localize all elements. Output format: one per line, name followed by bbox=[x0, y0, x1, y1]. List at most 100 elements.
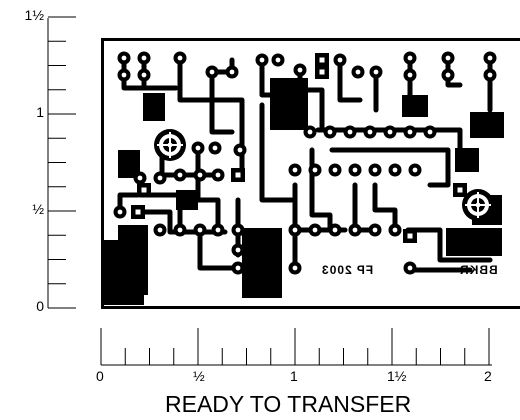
pad-drill-hole bbox=[215, 172, 221, 178]
pad-drill-hole bbox=[355, 69, 361, 75]
pad-drill-hole bbox=[367, 129, 373, 135]
pad-drill-hole bbox=[412, 167, 418, 173]
copper-trace bbox=[297, 67, 325, 133]
pad-drill-hole bbox=[319, 57, 325, 63]
pad-drill-hole bbox=[195, 145, 201, 151]
copper-pour bbox=[118, 150, 140, 178]
pad-drill-hole bbox=[209, 69, 215, 75]
pad-drill-hole bbox=[487, 55, 493, 61]
pad-drill-hole bbox=[292, 265, 298, 271]
horizontal-ruler-label: 1½ bbox=[387, 368, 407, 384]
pad-drill-hole bbox=[392, 227, 398, 233]
pad-drill-hole bbox=[167, 142, 173, 148]
copper-trace bbox=[209, 69, 235, 135]
pad-drill-hole bbox=[237, 147, 243, 153]
pad-drill-hole bbox=[457, 187, 463, 193]
pad-drill-hole bbox=[197, 172, 203, 178]
pad-drill-hole bbox=[332, 167, 338, 173]
pad-drill-hole bbox=[407, 72, 413, 78]
copper-pour bbox=[446, 228, 502, 256]
pad-drill-hole bbox=[177, 172, 183, 178]
pad-drill-hole bbox=[392, 167, 398, 173]
copper-trace bbox=[197, 229, 241, 271]
copper-trace bbox=[372, 182, 398, 233]
pad-drill-hole bbox=[372, 227, 378, 233]
vertical-ruler-label: 1 bbox=[36, 104, 44, 120]
pad-drill-hole bbox=[121, 55, 127, 61]
pad-drill-hole bbox=[352, 227, 358, 233]
pad-drill-hole bbox=[487, 72, 493, 78]
pad-drill-hole bbox=[135, 209, 141, 215]
pad-drill-hole bbox=[141, 187, 147, 193]
copper-pour bbox=[470, 112, 504, 138]
pad-drill-hole bbox=[275, 57, 281, 63]
horizontal-ruler-label: 1 bbox=[290, 368, 298, 384]
copper-trace bbox=[309, 147, 333, 233]
vertical-ruler bbox=[47, 16, 76, 309]
horizontal-ruler bbox=[100, 328, 492, 366]
copper-pour bbox=[242, 228, 282, 298]
pad-drill-hole bbox=[372, 167, 378, 173]
pad-drill-hole bbox=[157, 227, 163, 233]
pad-drill-hole bbox=[307, 129, 313, 135]
copper-trace bbox=[445, 55, 463, 88]
pad-drill-hole bbox=[312, 167, 318, 173]
copper-pour bbox=[104, 240, 144, 305]
circuit-board bbox=[101, 38, 520, 309]
pad-drill-hole bbox=[229, 69, 235, 75]
vertical-ruler-label: 0 bbox=[36, 298, 44, 314]
copper-trace bbox=[259, 102, 295, 203]
pad-drill-hole bbox=[373, 69, 379, 75]
silkscreen-date-code: FP 2003 bbox=[321, 263, 374, 277]
pad-drill-hole bbox=[117, 209, 123, 215]
pad-drill-hole bbox=[121, 72, 127, 78]
pad-drill-hole bbox=[332, 227, 338, 233]
copper-trace bbox=[121, 55, 179, 91]
pad-drill-hole bbox=[387, 129, 393, 135]
pad-drill-hole bbox=[197, 227, 203, 233]
pad-drill-hole bbox=[141, 55, 147, 61]
vertical-ruler-label: 1½ bbox=[24, 7, 44, 23]
pad-drill-hole bbox=[337, 57, 343, 63]
pad-drill-hole bbox=[259, 57, 265, 63]
copper-trace bbox=[405, 227, 493, 263]
pad-drill-hole bbox=[177, 55, 183, 61]
horizontal-ruler-label: 2 bbox=[484, 368, 492, 384]
pad-drill-hole bbox=[407, 55, 413, 61]
pad-drill-hole bbox=[297, 67, 303, 73]
horizontal-ruler-label: ½ bbox=[193, 368, 205, 384]
transfer-caption: READY TO TRANSFER bbox=[165, 391, 412, 417]
vertical-ruler-label: ½ bbox=[32, 201, 44, 217]
pad-drill-hole bbox=[235, 247, 241, 253]
pad-drill-hole bbox=[445, 55, 451, 61]
horizontal-ruler-label: 0 bbox=[96, 368, 104, 384]
pad-drill-hole bbox=[312, 227, 318, 233]
pad-drill-hole bbox=[347, 129, 353, 135]
silkscreen-maker-mark: BBKR bbox=[459, 263, 498, 277]
pad-drill-hole bbox=[235, 265, 241, 271]
pad-drill-hole bbox=[212, 145, 218, 151]
pad-drill-hole bbox=[407, 129, 413, 135]
pad-drill-hole bbox=[235, 227, 241, 233]
copper-trace bbox=[337, 57, 363, 103]
copper-trace bbox=[329, 147, 451, 188]
copper-pour bbox=[143, 93, 165, 121]
pad-drill-hole bbox=[215, 227, 221, 233]
pad-drill-hole bbox=[137, 175, 143, 181]
board-silkscreen: FP 2003 BBKR bbox=[101, 38, 520, 309]
pad-drill-hole bbox=[407, 265, 413, 271]
pad-drill-hole bbox=[352, 167, 358, 173]
pad-drill-hole bbox=[235, 172, 241, 178]
copper-trace bbox=[259, 57, 283, 98]
pad-drill-hole bbox=[292, 227, 298, 233]
pad-drill-hole bbox=[327, 129, 333, 135]
pad-drill-hole bbox=[427, 129, 433, 135]
pad-drill-hole bbox=[177, 227, 183, 233]
pad-drill-hole bbox=[141, 72, 147, 78]
pad-drill-hole bbox=[157, 175, 163, 181]
copper-layer bbox=[104, 51, 504, 305]
pad-drill-hole bbox=[475, 202, 481, 208]
pad-drill-hole bbox=[445, 72, 451, 78]
